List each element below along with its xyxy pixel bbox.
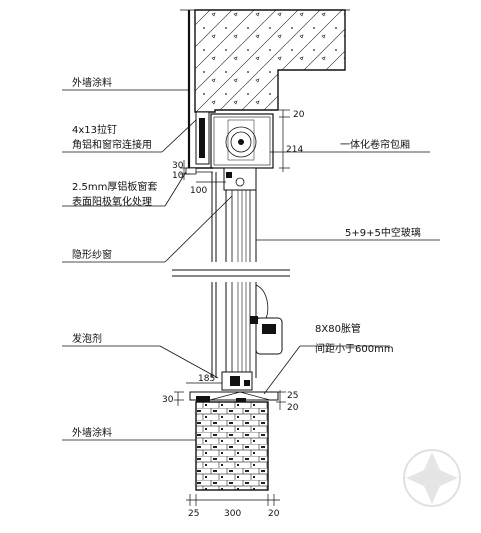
label-drain-pipe-line2: 间距小于600mm bbox=[315, 342, 394, 355]
label-hidden-screen: 隐形纱窗 bbox=[72, 248, 112, 261]
dim-top-20: 20 bbox=[293, 110, 305, 120]
dim-left-10: 10 bbox=[172, 171, 184, 181]
label-glass: 5+9+5中空玻璃 bbox=[345, 226, 421, 239]
dim-right-20: 20 bbox=[287, 403, 299, 413]
shutter-box bbox=[210, 113, 274, 169]
dim-width-100: 100 bbox=[190, 186, 207, 196]
label-foam-agent: 发泡剂 bbox=[72, 332, 102, 345]
label-drain-pipe-line1: 8X80胀管 bbox=[315, 322, 361, 335]
label-rivet-line1: 4x13拉钉 bbox=[72, 123, 117, 136]
dim-left-30: 30 bbox=[172, 161, 184, 171]
dim-base-20-right: 20 bbox=[268, 509, 280, 519]
dim-box-214: 214 bbox=[286, 145, 303, 155]
watermark-logo bbox=[403, 449, 461, 507]
label-rivet-line2: 角铝和窗帘连接用 bbox=[72, 138, 152, 151]
label-shutter-box: 一体化卷帘包厢 bbox=[340, 138, 410, 151]
dim-base-300: 300 bbox=[224, 509, 241, 519]
dim-bottom-30: 30 bbox=[162, 395, 174, 405]
brick-wall-base bbox=[195, 401, 269, 491]
label-sleeve-line1: 2.5mm厚铝板窗套 bbox=[72, 180, 157, 193]
leader-lines bbox=[62, 89, 440, 441]
dim-base-25-left: 25 bbox=[188, 509, 199, 519]
label-sleeve-line2: 表面阳极氧化处理 bbox=[72, 195, 152, 208]
label-exterior-paint-top: 外墙涂料 bbox=[72, 76, 112, 89]
dim-sill-185: 185 bbox=[198, 374, 215, 384]
aluminum-sleeve bbox=[185, 111, 213, 175]
label-exterior-paint-bottom: 外墙涂料 bbox=[72, 426, 112, 439]
dim-right-25: 25 bbox=[287, 391, 298, 401]
dimension-lines bbox=[174, 109, 290, 506]
window-frame bbox=[172, 167, 290, 391]
